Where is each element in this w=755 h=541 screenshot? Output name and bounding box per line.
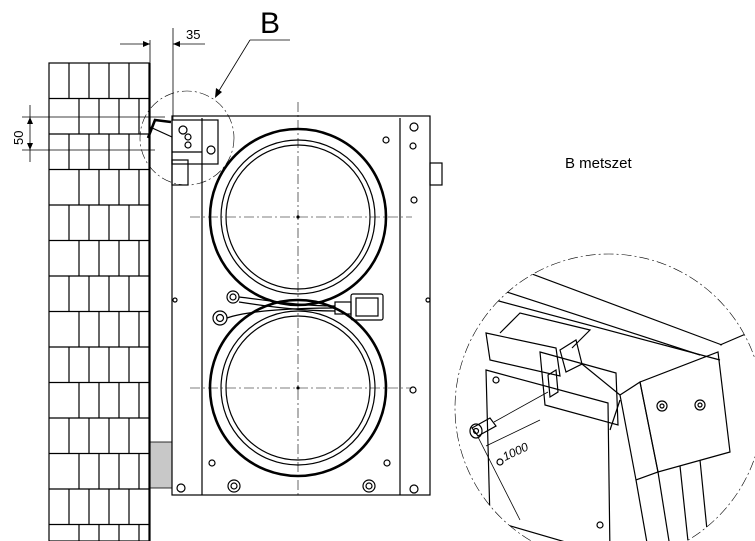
detail-marker-label: B [260,7,280,40]
brick-wall [48,62,173,541]
gray-plinth [149,441,173,489]
cable-connector [212,290,384,326]
dimension-35: 35 [120,27,205,120]
brick-courses [49,63,150,541]
unit-front-view [146,102,443,496]
fastener-length-label: 1000 [500,440,530,464]
dim-50-label: 50 [11,131,26,145]
dimension-50: 50 [11,105,165,162]
detail-circle [139,90,235,186]
detail-marker-b: B [139,7,290,186]
centerlines [190,102,412,496]
screw-circles [172,122,431,494]
dim-35-label: 35 [186,27,200,42]
section-title: B metszet [565,155,633,172]
detail-view-b: 1000 [454,253,755,541]
